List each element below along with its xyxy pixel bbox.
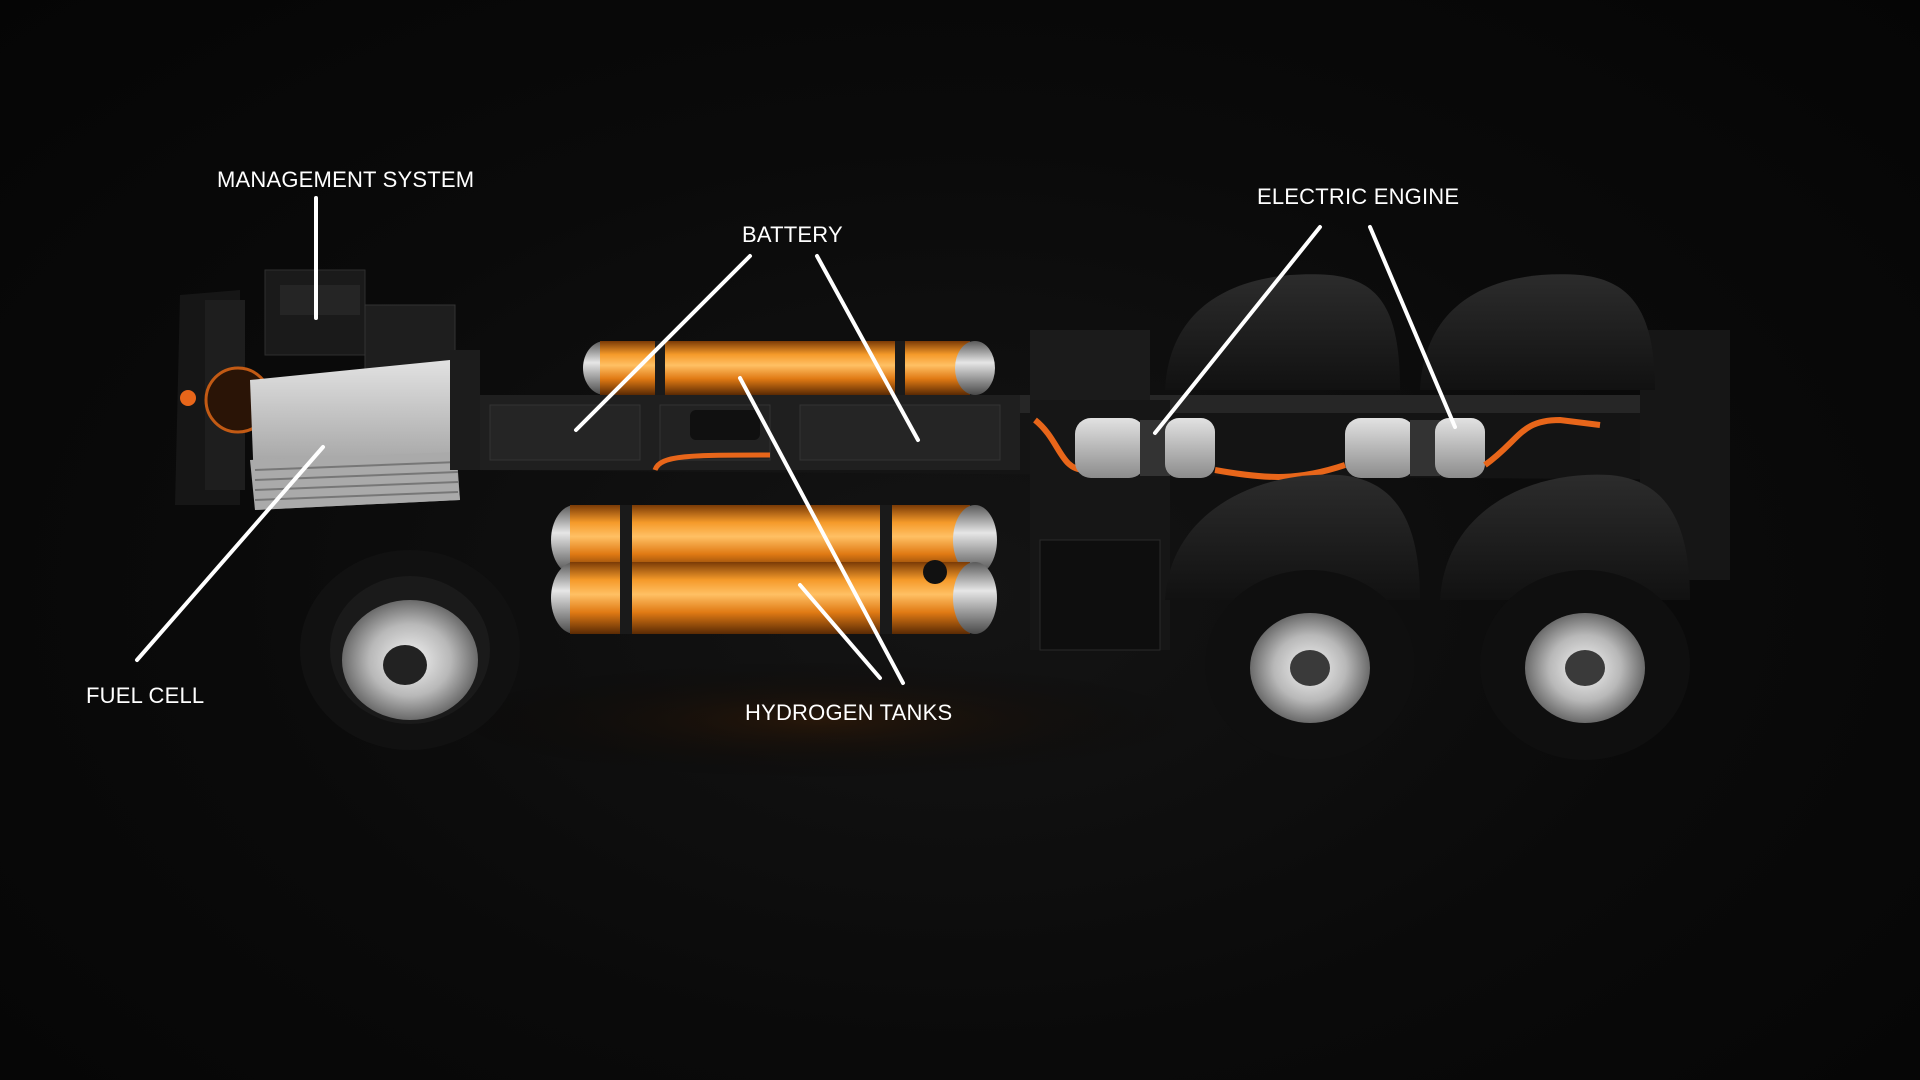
label-fuel-cell: FUEL CELL — [86, 683, 205, 708]
front-module — [175, 269, 480, 510]
leader-line-fuel-cell — [135, 445, 325, 662]
leader-line-battery-left — [574, 254, 752, 432]
battery-pack — [480, 395, 1020, 470]
leader-line-hydrogen-tanks-upper — [738, 376, 905, 685]
leader-line-electric-engine-left — [1153, 225, 1322, 435]
label-management-system: MANAGEMENT SYSTEM — [217, 167, 475, 192]
front-wheel — [300, 550, 520, 750]
rear-fenders — [1165, 274, 1690, 600]
label-battery: BATTERY — [742, 222, 843, 247]
lower-hydrogen-tanks — [551, 505, 997, 634]
rear-wheels — [1205, 570, 1690, 760]
upper-hydrogen-tank — [583, 341, 995, 395]
leader-line-electric-engine-right — [1368, 225, 1457, 429]
label-hydrogen-tanks: HYDROGEN TANKS — [745, 700, 953, 725]
floor-glow — [440, 660, 1200, 780]
leader-line-hydrogen-tanks-lower — [798, 583, 882, 680]
leader-lines — [135, 196, 1457, 685]
label-electric-engine: ELECTRIC ENGINE — [1257, 184, 1460, 209]
electric-motors — [652, 416, 1601, 480]
leader-line-battery-right — [815, 254, 920, 442]
